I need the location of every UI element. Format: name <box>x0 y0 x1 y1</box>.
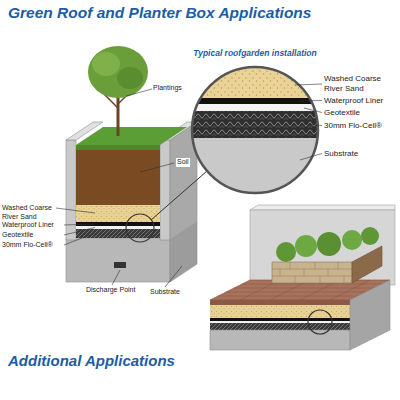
leader-line <box>126 89 152 96</box>
substrate-band <box>188 138 322 200</box>
substrate-slab <box>66 238 170 282</box>
planter-illustration <box>66 46 207 282</box>
concrete-wall <box>160 140 170 240</box>
leader-line <box>300 100 322 102</box>
liner-band <box>188 98 322 104</box>
leader-line <box>165 266 182 287</box>
stone-joint <box>272 262 352 283</box>
part-label: Discharge Point <box>86 286 135 295</box>
shrub <box>342 230 362 250</box>
geotextile-layer <box>76 226 160 229</box>
part-label: Soil <box>176 158 190 167</box>
substrate-slab-side <box>350 280 390 350</box>
shrub <box>317 232 341 256</box>
flocell-band <box>188 111 322 138</box>
stone-wall <box>272 262 352 283</box>
layer-label: 30mm Flo-Cell® <box>324 121 382 131</box>
sand-band <box>188 60 322 98</box>
leader-line <box>64 228 95 236</box>
detail-marker <box>308 310 332 334</box>
layer-label: Geotextile <box>324 108 360 118</box>
grass-layer <box>76 145 160 150</box>
stone-joint <box>315 262 316 269</box>
leader-line <box>304 124 322 126</box>
shrub <box>276 242 296 262</box>
tree-foliage <box>117 67 143 89</box>
layer-label: Substrate <box>324 149 358 159</box>
back-wall <box>250 210 395 285</box>
flocell-layer <box>76 229 160 238</box>
zoom-layers <box>188 60 322 200</box>
substrate-slab <box>210 330 350 350</box>
layer-label: Geotextile <box>2 231 34 240</box>
geotextile-layer <box>210 321 350 323</box>
zoom-outline <box>192 67 318 193</box>
leader-line <box>64 233 95 245</box>
layer-label: 30mm Flo-Cell® <box>2 241 53 250</box>
grass-top <box>76 127 187 145</box>
flocell-layer <box>210 323 350 330</box>
part-label: Plantings <box>153 84 182 93</box>
tree-foliage <box>92 52 120 76</box>
back-wall-top <box>250 205 395 210</box>
paver-edge <box>210 300 350 305</box>
zoom-detail <box>188 48 322 196</box>
geotextile-band <box>188 104 322 111</box>
layer-label: Washed Coarse River Sand <box>324 74 392 93</box>
layer-label: Washed Coarse River Sand <box>2 204 60 221</box>
discharge-point <box>114 262 126 268</box>
leader-line <box>295 84 322 160</box>
stone-joint <box>272 269 352 270</box>
section-heading: Additional Applications <box>8 352 175 370</box>
shrub <box>361 227 379 245</box>
liner-layer <box>210 318 350 321</box>
stone-joint <box>280 269 281 276</box>
leader-line <box>295 84 322 85</box>
application-illustration <box>210 205 395 350</box>
layer-label: Substrate <box>150 288 180 297</box>
detail-marker <box>126 214 154 242</box>
stone-joint <box>338 262 339 269</box>
soil-layer <box>76 150 160 205</box>
stone-joint <box>304 269 305 276</box>
leader-line <box>64 224 95 225</box>
diagram-title: Green Roof and Planter Box Applications <box>8 4 311 22</box>
detail-heading: Typical roofgarden installation <box>193 48 316 58</box>
stone-joint <box>344 276 345 283</box>
planter-box <box>352 246 382 283</box>
leader-line <box>56 208 95 213</box>
stone-joint <box>295 276 296 283</box>
sand-layer <box>210 305 350 318</box>
tree-foliage <box>88 46 148 98</box>
layer-label: Waterproof Liner <box>2 221 54 230</box>
leader-line <box>112 270 120 285</box>
stone-joint <box>272 276 352 277</box>
stone-joint <box>320 276 321 283</box>
leader-line <box>56 89 182 287</box>
leader-line <box>304 108 322 113</box>
detail-circle: Typical roofgarden installation <box>188 48 322 196</box>
stone-joint <box>290 262 291 269</box>
sand-layer <box>76 205 160 222</box>
shrub <box>295 235 317 257</box>
detail-link-line <box>151 171 207 220</box>
layer-label: Waterproof Liner <box>324 96 383 106</box>
stone-joint <box>328 269 329 276</box>
leader-line <box>300 154 322 161</box>
tree-trunk <box>117 92 120 136</box>
leader-line <box>140 163 174 172</box>
